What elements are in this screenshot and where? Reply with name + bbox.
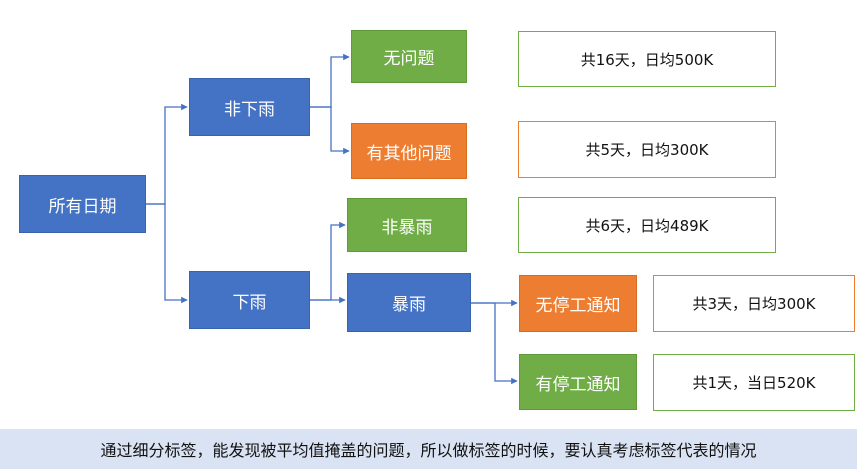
node-no-rain: 非下雨 [189,78,310,136]
node-all-dates: 所有日期 [19,175,146,233]
footer-caption: 通过细分标签，能发现被平均值掩盖的问题，所以做标签的时候，要认真考虑标签代表的情… [0,429,857,469]
connector-all-to-norain [146,103,188,205]
connector-all-to-rain [146,203,188,304]
result-no-stop-notice: 共3天，日均300K [653,275,855,332]
node-other-problem: 有其他问题 [351,123,467,179]
connector-norain-to-otherproblem [310,106,350,155]
result-has-stop-notice: 共1天，当日520K [653,354,855,411]
connector-lines [146,53,518,385]
result-not-heavy-rain: 共6天，日均489K [518,197,776,253]
result-other-problem: 共5天，日均300K [518,121,776,178]
result-no-problem: 共16天，日均500K [518,31,776,87]
connector-heavy-to-hasstop [471,302,518,385]
connector-norain-to-noproblem [310,53,350,108]
node-heavy-rain: 暴雨 [347,273,471,332]
node-no-stop-notice: 无停工通知 [519,275,637,332]
node-no-problem: 无问题 [351,30,467,83]
node-has-stop-notice: 有停工通知 [519,354,637,410]
node-not-heavy-rain: 非暴雨 [347,198,467,252]
node-rain: 下雨 [189,271,310,329]
connector-rain-to-notheavy [310,221,346,301]
